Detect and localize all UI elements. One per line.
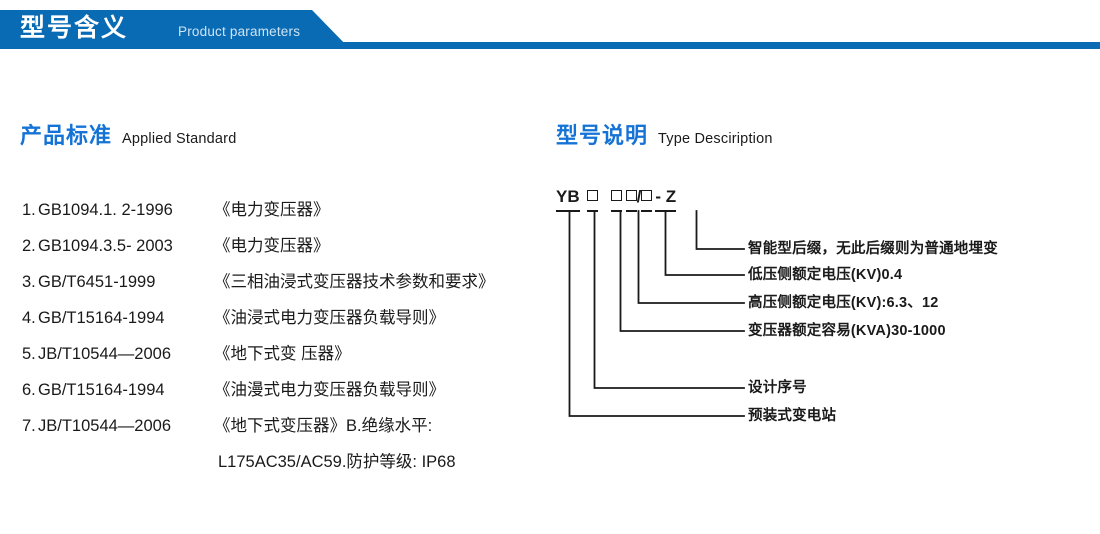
type-label-intelligent-suffix: 智能型后缀，无此后缀则为普通地埋变 [748, 241, 998, 257]
standard-row: 2.GB1094.3.5- 2003 《电力变压器》 [22, 228, 562, 264]
code-box-1 [586, 185, 598, 212]
header-title-cn: 型号含义 [20, 14, 129, 42]
type-label-rated-capacity: 变压器额定容易(KVA)30-1000 [748, 323, 946, 339]
standard-section-heading: 产品标准 Applied Standard [20, 118, 236, 150]
standard-row: 5.JB/T10544—2006 《地下式变 压器》 [22, 336, 562, 372]
standard-row: 6.GB/T15164-1994 《油漫式电力变压器负载导则》 [22, 372, 562, 408]
standard-title: 《三相油浸式变压器技术参数和要求》 [214, 273, 495, 291]
leader-line-6 [568, 210, 745, 417]
standard-code: GB/T6451-1999 [38, 273, 156, 291]
standard-title: L175AC35/AC59.防护等级: IP68 [218, 453, 456, 471]
code-box-3 [625, 185, 637, 212]
standard-index: 6. [22, 381, 36, 399]
type-label-lv-rated-voltage: 低压侧额定电压(KV)0.4 [748, 267, 903, 283]
leader-line-3 [637, 210, 745, 304]
type-label-prefab-substation: 预装式变电站 [748, 408, 837, 424]
standard-code: GB1094.3.5- 2003 [38, 237, 173, 255]
type-section-heading: 型号说明 Type Desciription [556, 118, 773, 150]
standard-index: 4. [22, 309, 36, 327]
code-prefix: YB [556, 185, 580, 212]
leader-line-1 [695, 210, 745, 250]
header-title-en: Product parameters [178, 24, 301, 39]
standard-index: 3. [22, 273, 36, 291]
leader-line-4 [619, 210, 745, 332]
standard-title: 《地下式变 压器》 [214, 345, 351, 363]
code-placeholder-box-icon [641, 190, 653, 201]
type-heading-en: Type Desciription [658, 131, 773, 147]
standard-title: 《地下式变压器》B.绝缘水平: [214, 417, 433, 435]
code-placeholder-box-icon [625, 190, 637, 201]
code-box-2 [610, 185, 622, 212]
standard-row: 4.GB/T15164-1994 《油浸式电力变压器负载导则》 [22, 300, 562, 336]
standard-code: GB/T15164-1994 [38, 309, 165, 327]
type-label-design-serial: 设计序号 [748, 380, 807, 396]
standard-index: 2. [22, 237, 36, 255]
code-placeholder-box-icon [610, 190, 622, 201]
standard-row: 3.GB/T6451-1999 《三相油浸式变压器技术参数和要求》 [22, 264, 562, 300]
type-label-hv-rated-voltage: 高压侧额定电压(KV):6.3、12 [748, 295, 939, 311]
standard-code: GB1094.1. 2-1996 [38, 201, 173, 219]
type-code-diagram: YB/- Z 智能型后缀，无此后缀则为普通地埋变 低压侧额定电压(KV)0.4 … [540, 185, 1100, 425]
header-ribbon-shape [0, 10, 350, 49]
standard-title: 《电力变压器》 [214, 237, 330, 255]
standard-index: 7. [22, 417, 36, 435]
standard-row: 7.JB/T10544—2006 《地下式变压器》B.绝缘水平: [22, 408, 562, 444]
code-separator: / [636, 187, 642, 206]
header-rule [0, 42, 1100, 49]
standard-code: JB/T10544—2006 [38, 417, 172, 435]
standard-row: 1.GB1094.1. 2-1996 《电力变压器》 [22, 192, 562, 228]
standard-title: 《油漫式电力变压器负载导则》 [214, 381, 445, 399]
type-heading-cn: 型号说明 [556, 123, 649, 148]
standard-index: 1. [22, 201, 36, 219]
code-box-4 [641, 185, 653, 212]
standard-index: 5. [22, 345, 36, 363]
page-header-banner: 型号含义 Product parameters [0, 0, 1100, 56]
code-placeholder-box-icon [586, 190, 598, 201]
standard-heading-cn: 产品标准 [20, 123, 113, 148]
leader-lines-graphic [568, 210, 745, 417]
standard-title: 《电力变压器》 [214, 201, 330, 219]
standard-code: JB/T10544—2006 [38, 345, 172, 363]
standard-code: GB/T15164-1994 [38, 381, 165, 399]
standard-row-continuation: L175AC35/AC59.防护等级: IP68 [22, 444, 562, 480]
leader-line-5 [593, 210, 745, 389]
standards-list: 1.GB1094.1. 2-1996 《电力变压器》 2.GB1094.3.5- … [22, 192, 562, 480]
standard-heading-en: Applied Standard [122, 131, 237, 147]
standard-title: 《油浸式电力变压器负载导则》 [214, 309, 445, 327]
leader-line-2 [664, 210, 745, 276]
